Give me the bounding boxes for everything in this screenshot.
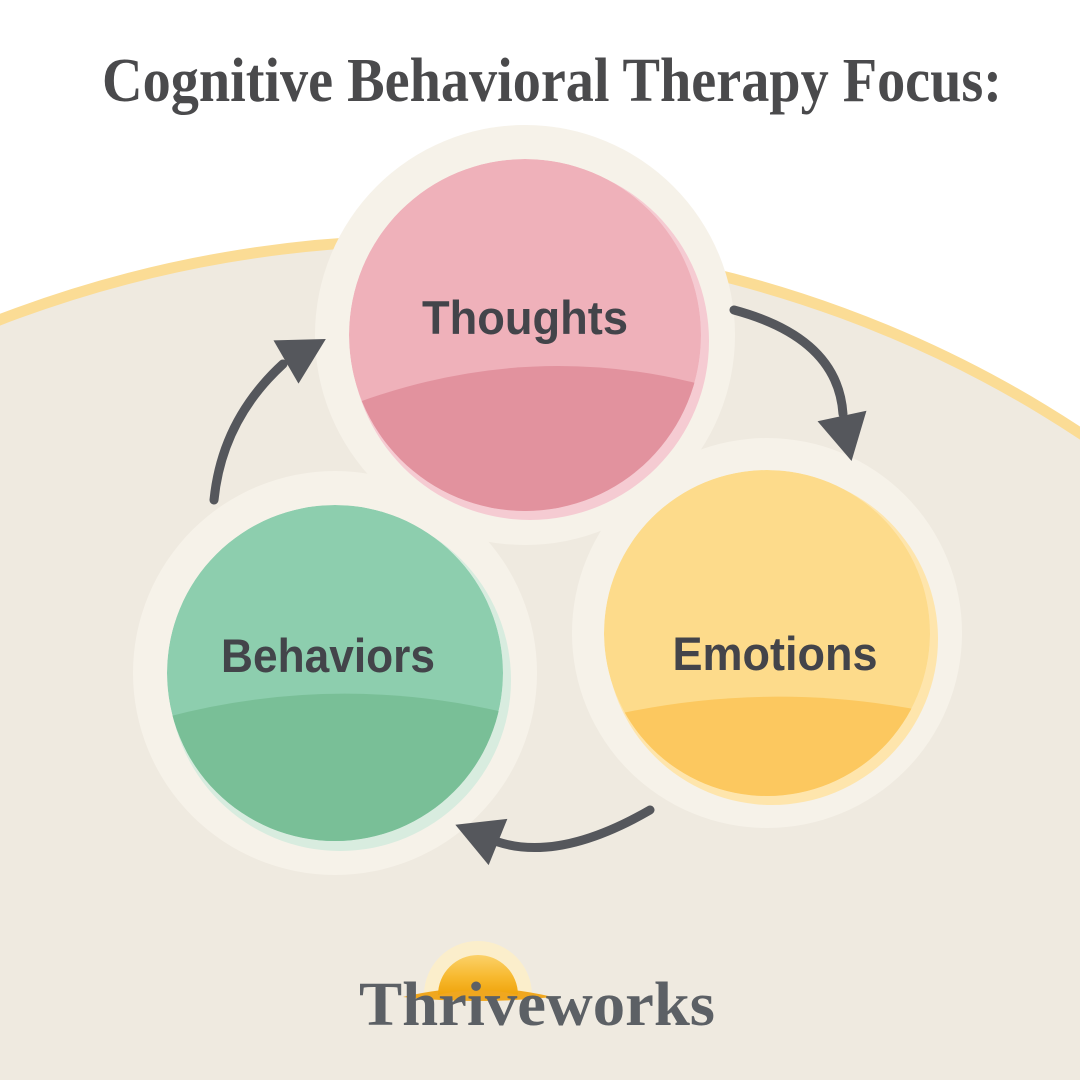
emotions-to-behaviors-arrow-icon <box>455 805 655 866</box>
arrowhead <box>817 410 867 461</box>
emotions-label: Emotions <box>673 627 878 680</box>
thriveworks-logo: Thriveworks <box>359 941 715 1039</box>
thoughts-label: Thoughts <box>422 291 628 344</box>
thoughts-node: Thoughts <box>349 159 709 520</box>
thoughts-to-emotions-arrow-icon <box>729 305 867 461</box>
arrow-curve <box>729 305 848 419</box>
sun-icon <box>403 941 553 1001</box>
arrow-curve <box>493 805 655 852</box>
behaviors-label: Behaviors <box>221 629 435 682</box>
sun-body <box>438 955 518 995</box>
thoughts-circle-shade <box>349 366 701 511</box>
arrowhead <box>273 339 326 384</box>
arrow-curve <box>209 359 288 505</box>
logo-wordmark: Thriveworks <box>359 971 715 1039</box>
emotions-node: Emotions <box>604 470 938 805</box>
behaviors-node: Behaviors <box>167 505 511 851</box>
arrowhead <box>455 818 508 866</box>
page-title: Cognitive Behavioral Therapy Focus: <box>102 47 1002 115</box>
behaviors-circle-shade <box>167 693 503 841</box>
behaviors-to-thoughts-arrow-icon <box>209 339 326 505</box>
